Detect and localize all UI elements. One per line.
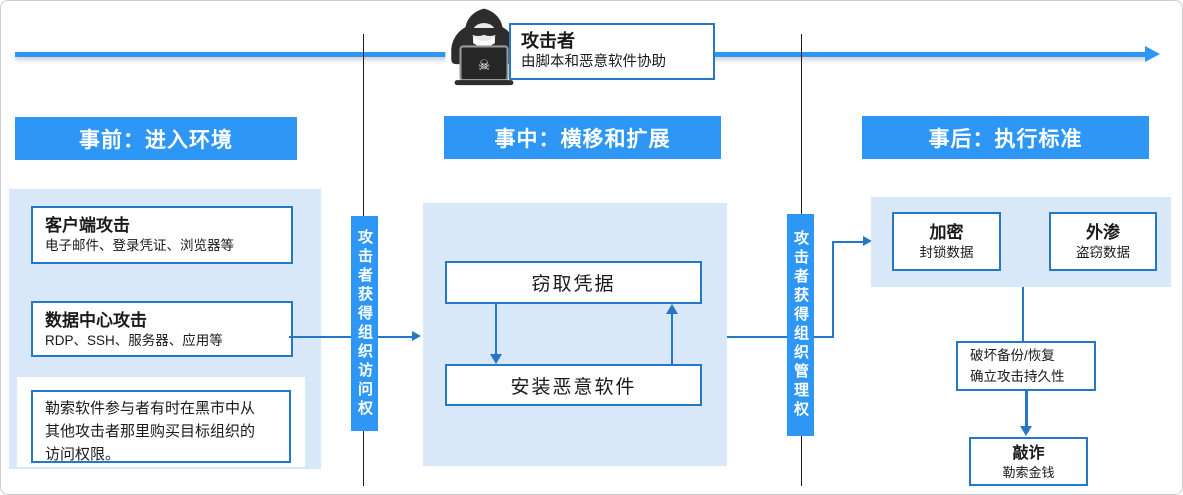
box-destroy-backups: 破坏备份/恢复 确立攻击持久性 <box>956 341 1096 391</box>
box-extortion-title: 敲诈 <box>1012 444 1045 462</box>
timeline-arrow-head <box>1145 46 1160 62</box>
box-install-malware-title: 安装恶意软件 <box>510 376 637 398</box>
hacker-icon: ☠ <box>442 6 526 92</box>
box-extortion-subtitle: 勒索金钱 <box>1002 464 1055 480</box>
box-extortion: 敲诈 勒索金钱 <box>969 437 1088 486</box>
box-steal-credentials: 窃取凭据 <box>445 261 702 304</box>
box-encrypt-subtitle: 封锁数据 <box>919 245 974 260</box>
gate-org-admin: 攻击者获得组织管理权 <box>787 214 814 436</box>
box-exfiltrate-title: 外渗 <box>1086 223 1120 242</box>
attacker-title: 攻击者 <box>521 31 575 51</box>
box-steal-credentials-title: 窃取凭据 <box>531 274 616 295</box>
svg-text:☠: ☠ <box>478 58 491 74</box>
box-datacenter-attack: 数据中心攻击 RDP、SSH、服务器、应用等 <box>31 301 293 357</box>
cycle-up-line <box>671 314 673 364</box>
gate-org-access: 攻击者获得组织访问权 <box>351 216 378 431</box>
connector-during-after-arrowhead <box>863 236 872 246</box>
box-exfiltrate: 外渗 盗窃数据 <box>1049 212 1157 271</box>
connector-during-after-v <box>832 241 834 338</box>
box-install-malware: 安装恶意软件 <box>445 364 702 406</box>
connector-during-after-h1 <box>727 336 834 338</box>
box-client-attack: 客户端攻击 电子邮件、登录凭证、浏览器等 <box>31 206 293 264</box>
box-client-attack-title: 客户端攻击 <box>45 216 130 235</box>
connector-persistence-extortion-arrowhead <box>1020 426 1032 436</box>
connector-before-during-arrowhead <box>412 331 421 341</box>
cycle-down-arrowhead <box>490 354 502 364</box>
cycle-down-line <box>495 304 497 356</box>
phase-header-before: 事前：进入环境 <box>15 117 297 160</box>
panel-during <box>423 203 727 466</box>
attacker-subtitle: 由脚本和恶意软件协助 <box>521 54 666 70</box>
phase-header-during: 事中：横移和扩展 <box>444 116 721 159</box>
box-exfiltrate-subtitle: 盗窃数据 <box>1076 245 1130 260</box>
connector-during-after-h2 <box>832 241 865 243</box>
attacker-label-box: 攻击者 由脚本和恶意软件协助 <box>509 23 715 80</box>
connector-panel-persistence <box>1022 287 1024 341</box>
phase-header-after: 事后：执行标准 <box>862 116 1149 159</box>
box-encrypt: 加密 封锁数据 <box>892 212 1001 271</box>
box-datacenter-attack-subtitle: RDP、SSH、服务器、应用等 <box>45 333 223 348</box>
black-market-note: 勒索软件参与者有时在黑市中从 其他攻击者那里购买目标组织的 访问权限。 <box>31 390 291 463</box>
connector-persistence-extortion-line <box>1025 391 1028 427</box>
box-client-attack-subtitle: 电子邮件、登录凭证、浏览器等 <box>45 238 234 253</box>
box-datacenter-attack-title: 数据中心攻击 <box>45 311 147 330</box>
cycle-up-arrowhead <box>666 304 678 314</box>
box-encrypt-title: 加密 <box>929 223 964 242</box>
